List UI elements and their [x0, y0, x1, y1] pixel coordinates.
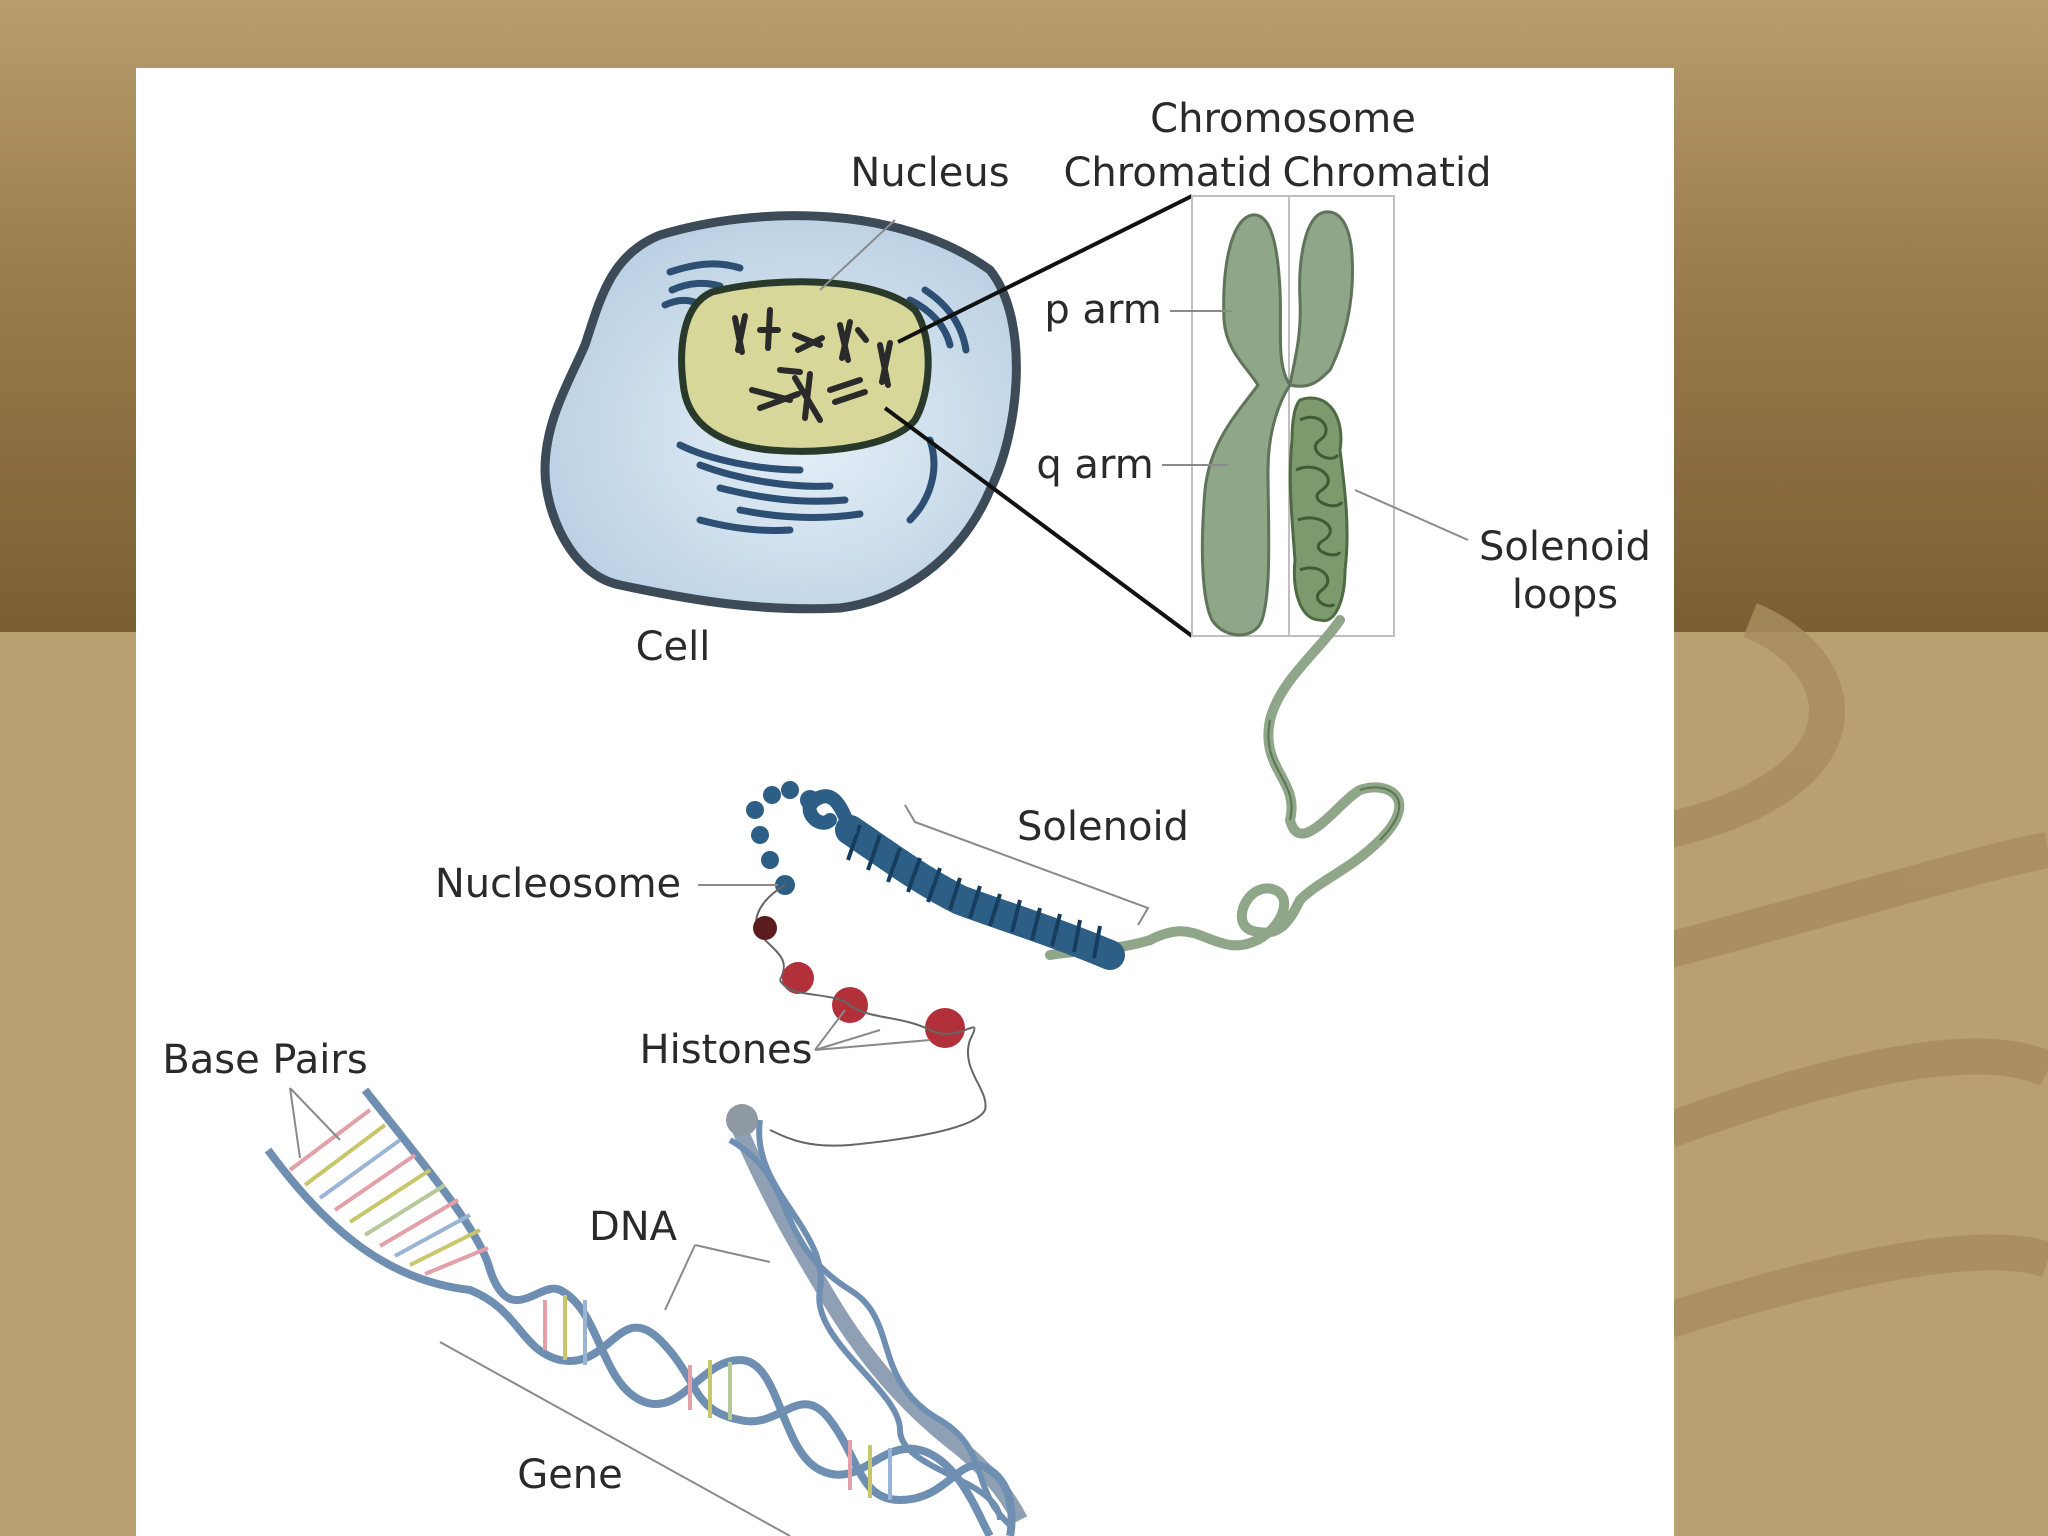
chromatin-fiber-edge [1267, 719, 1401, 841]
histones-pointers [814, 1009, 931, 1051]
p-arm-label: p arm [1044, 287, 1161, 333]
dna-label: DNA [589, 1204, 678, 1250]
nucleus-pointer [819, 219, 896, 291]
gene-label: Gene [517, 1452, 623, 1498]
solenoid-loops-label-line1: Solenoid [1479, 524, 1651, 570]
chromatid-right-label: Chromatid [1283, 150, 1492, 196]
histones [753, 916, 987, 1147]
solenoid-label: Solenoid [1017, 804, 1189, 850]
cell-label: Cell [636, 624, 711, 670]
solenoid-loops-coil [1288, 396, 1349, 623]
dna-helix-lower [264, 1087, 1016, 1536]
arm-pointers [1162, 310, 1469, 541]
pointer-lines [289, 804, 1150, 1536]
nucleosome-label: Nucleosome [435, 861, 681, 907]
chromosome-title: Chromosome [1150, 96, 1416, 142]
nucleosome-beads [746, 781, 820, 895]
zoom-lines [883, 194, 1194, 638]
nucleus-chromosomes [732, 307, 893, 423]
nucleus-label: Nucleus [850, 150, 1009, 196]
q-arm-label: q arm [1036, 442, 1153, 488]
nucleus [678, 278, 932, 455]
base-pairs-label: Base Pairs [162, 1037, 367, 1083]
decorative-swirl [1663, 603, 2048, 1338]
chromosome [1200, 210, 1355, 637]
chromatid-left-label: Chromatid [1064, 150, 1273, 196]
histones-label: Histones [640, 1027, 813, 1073]
solenoid-loops-label-line2: loops [1512, 572, 1618, 618]
base-pairs [288, 1108, 892, 1500]
